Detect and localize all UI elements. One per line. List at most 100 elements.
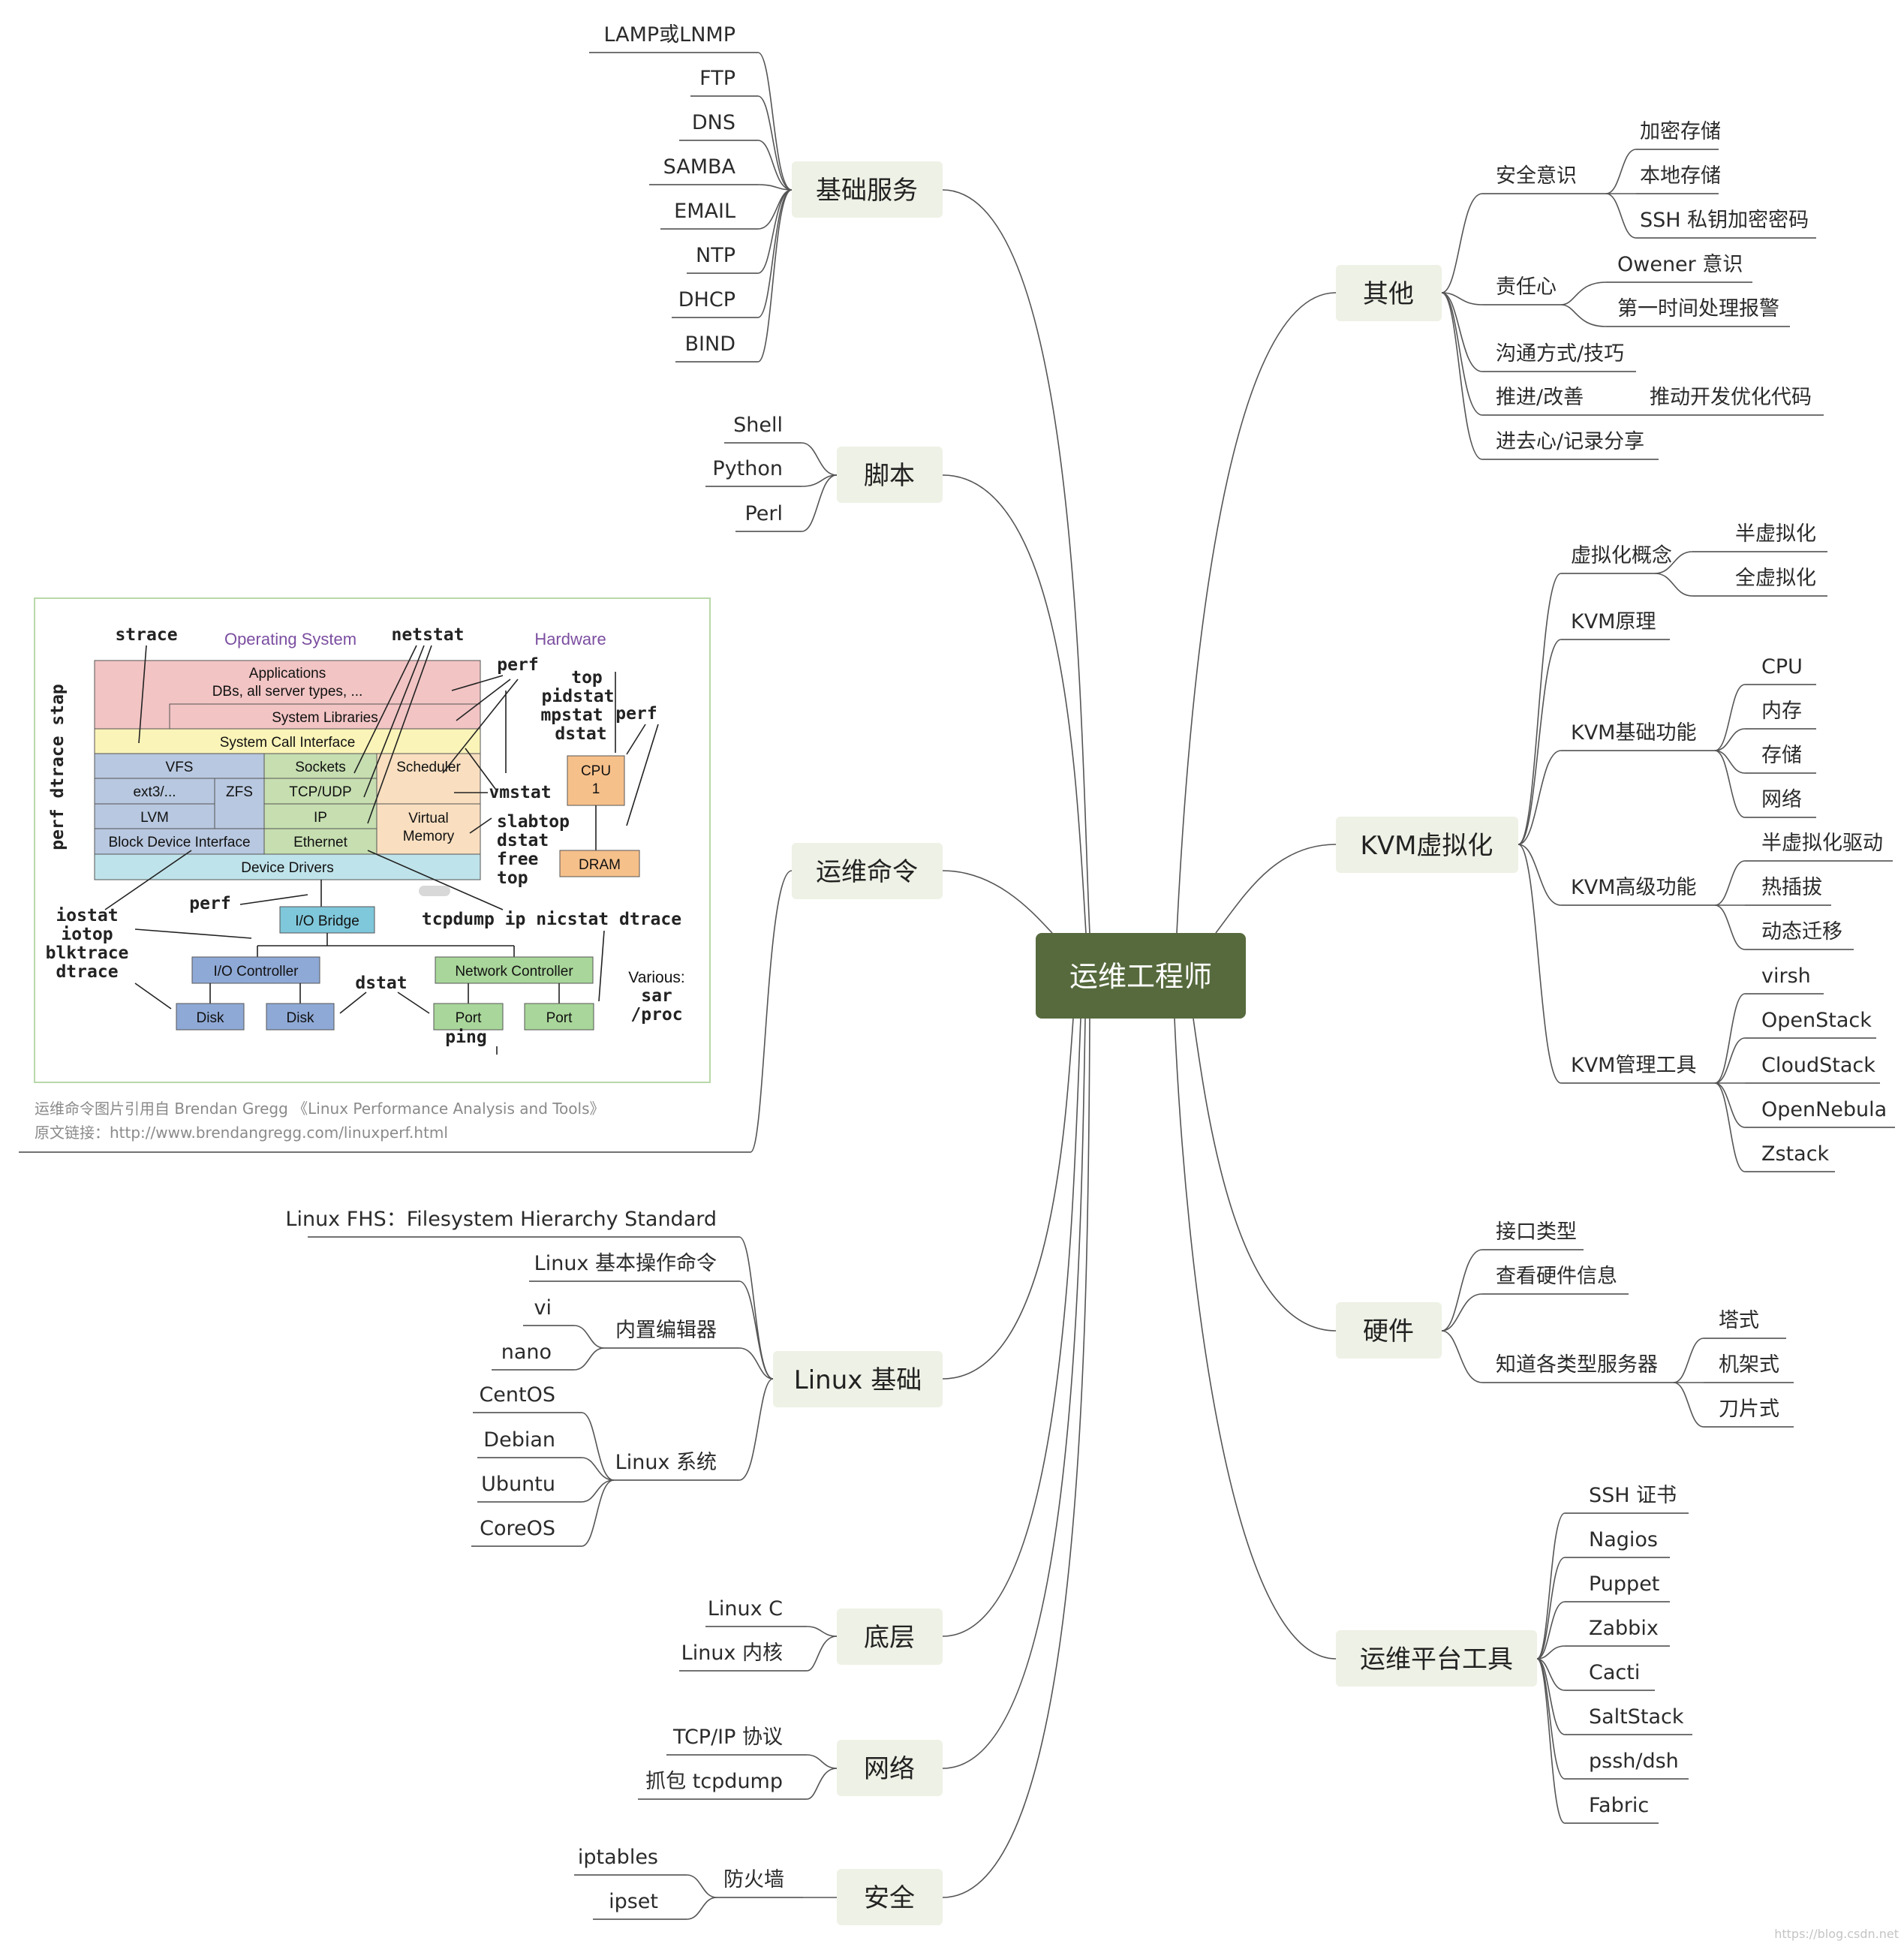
leaf-item: Zabbix xyxy=(1589,1617,1659,1640)
branch-label: 基础服务 xyxy=(816,176,918,206)
leaf-item: LAMP或LNMP xyxy=(603,23,735,47)
leaf-item: CloudStack xyxy=(1761,1054,1875,1077)
leaf-item: 刀片式 xyxy=(1719,1398,1779,1421)
leaf-item: Shell xyxy=(733,414,783,437)
network-leaves: TCP/IP 协议 抓包 tcpdump xyxy=(638,1726,838,1800)
sub-node-tools: KVM管理工具 xyxy=(1571,1054,1696,1077)
sub-node-editors: 内置编辑器 xyxy=(615,1319,717,1342)
layer-vmem-1: Virtual xyxy=(408,811,449,826)
security-leaves: 防火墙 iptables ipset xyxy=(574,1846,838,1920)
leaf-item: Owener 意识 xyxy=(1617,253,1743,276)
linux-basics-leaves: Linux FHS：Filesystem Hierarchy Standard … xyxy=(285,1208,774,1547)
leaf-item: 网络 xyxy=(1761,788,1802,811)
leaf-item: CentOS xyxy=(479,1383,555,1407)
tool-sar: sar xyxy=(641,986,672,1006)
root-label: 运维工程师 xyxy=(1069,960,1212,993)
leaf-item: 动态迁移 xyxy=(1761,920,1842,943)
tool-iotop: iotop xyxy=(61,925,113,944)
layer-ethernet: Ethernet xyxy=(293,835,348,850)
layer-apps-sub: DBs, all server types, ... xyxy=(212,684,363,700)
leaf-item: Python xyxy=(712,457,783,480)
leaf-item: 存储 xyxy=(1761,744,1802,767)
sub-node-basic: KVM基础功能 xyxy=(1571,721,1696,745)
leaf-item: NTP xyxy=(696,244,735,267)
branch-kvm[interactable]: KVM虚拟化 xyxy=(1336,817,1518,873)
hw-port: Port xyxy=(456,1010,483,1026)
branch-other[interactable]: 其他 xyxy=(1336,265,1442,321)
branch-platform[interactable]: 运维平台工具 xyxy=(1336,1630,1537,1687)
hw-net-controller: Network Controller xyxy=(455,964,573,980)
layer-tcpudp: TCP/UDP xyxy=(289,784,351,800)
hw-iobridge: I/O Bridge xyxy=(295,913,359,929)
leaf-item: Nagios xyxy=(1589,1528,1658,1551)
hw-disk: Disk xyxy=(287,1010,314,1026)
tool-iostat: iostat xyxy=(56,906,118,925)
tool-strace: strace xyxy=(115,625,177,645)
branch-label: KVM虚拟化 xyxy=(1361,831,1493,861)
leaf-item: pssh/dsh xyxy=(1589,1750,1679,1773)
branch-security[interactable]: 安全 xyxy=(837,1869,943,1925)
tool-net: tcpdump ip nicstat dtrace xyxy=(422,910,681,929)
branch-basic-services[interactable]: 基础服务 xyxy=(792,161,943,218)
tool-ping: ping xyxy=(445,1028,486,1047)
leaf-item: Perl xyxy=(744,502,783,525)
leaf-item: 沟通方式/技巧 xyxy=(1496,342,1624,366)
tool-stack: perf dtrace stap xyxy=(48,684,68,850)
tool-dstat: dstat xyxy=(355,974,407,993)
hw-cpu-2: 1 xyxy=(592,781,600,797)
tool-slabtop: slabtop xyxy=(497,812,570,832)
root-node[interactable]: 运维工程师 xyxy=(1036,933,1246,1019)
branch-low-level[interactable]: 底层 xyxy=(837,1608,943,1665)
branch-linux-basics[interactable]: Linux 基础 xyxy=(773,1351,943,1407)
tool-free: free xyxy=(497,850,538,869)
layer-lvm: LVM xyxy=(140,810,169,826)
branch-label: 网络 xyxy=(864,1754,915,1784)
leaf-item: OpenStack xyxy=(1761,1009,1872,1032)
leaf-item: 接口类型 xyxy=(1496,1220,1577,1244)
branch-ops-commands[interactable]: 运维命令 xyxy=(792,843,943,899)
leaf-item: 热插拔 xyxy=(1761,876,1822,899)
leaf-item: iptables xyxy=(578,1846,658,1869)
tool-dtrace: dtrace xyxy=(56,962,118,982)
branch-label: 底层 xyxy=(864,1623,915,1653)
sub-node-systems: Linux 系统 xyxy=(615,1451,717,1474)
layer-syslibs: System Libraries xyxy=(272,710,378,726)
branch-label: 运维命令 xyxy=(816,857,918,887)
hw-dram: DRAM xyxy=(579,857,621,873)
diagram-caption-1: 运维命令图片引用自 Brendan Gregg 《Linux Performan… xyxy=(35,1100,605,1118)
leaf-item: 塔式 xyxy=(1719,1309,1759,1332)
branch-label: 其他 xyxy=(1363,279,1414,309)
sub-node-awareness: 安全意识 xyxy=(1496,164,1577,188)
leaf-item: Cacti xyxy=(1589,1661,1640,1684)
leaf-item: DHCP xyxy=(678,288,735,311)
low-level-leaves: Linux C Linux 内核 xyxy=(679,1597,838,1672)
platform-leaves: SSH 证书 Nagios Puppet Zabbix Cacti SaltSt… xyxy=(1536,1484,1692,1824)
kvm-leaves: 虚拟化概念 KVM原理 KVM基础功能 KVM高级功能 KVM管理工具 半虚拟化… xyxy=(1517,522,1895,1172)
sub-node-advanced: KVM高级功能 xyxy=(1571,876,1696,899)
leaf-item: Puppet xyxy=(1589,1572,1659,1596)
sub-node-responsibility: 责任心 xyxy=(1496,275,1557,299)
os-header: Operating System xyxy=(224,630,356,649)
sub-node-servers: 知道各类型服务器 xyxy=(1496,1353,1658,1377)
branch-hardware[interactable]: 硬件 xyxy=(1336,1302,1442,1359)
leaf-item: nano xyxy=(501,1341,552,1364)
tool-vmstat: vmstat xyxy=(489,783,551,802)
leaf-item: 加密存储 xyxy=(1640,120,1721,143)
basic-services-leaves: LAMP或LNMP FTP DNS SAMBA EMAIL NTP DHCP B… xyxy=(589,23,793,363)
branch-scripts[interactable]: 脚本 xyxy=(837,447,943,503)
leaf-item: Linux 基本操作命令 xyxy=(534,1252,717,1275)
branch-network[interactable]: 网络 xyxy=(837,1740,943,1796)
other-leaves: 安全意识 责任心 沟通方式/技巧 推进/改善 推动开发优化代码 进去心/记录分享… xyxy=(1441,120,1824,460)
leaf-item: BIND xyxy=(685,333,735,356)
leaf-item: SSH 私钥加密密码 xyxy=(1640,209,1809,232)
hw-io-controller: I/O Controller xyxy=(214,964,299,980)
leaf-item: KVM原理 xyxy=(1571,610,1656,633)
hw-cpu-1: CPU xyxy=(581,763,611,779)
branch-label: 运维平台工具 xyxy=(1360,1645,1513,1675)
branch-label: Linux 基础 xyxy=(794,1365,922,1395)
layer-ext3: ext3/... xyxy=(133,784,176,800)
tool-perf: perf xyxy=(615,704,657,724)
leaf-item: DNS xyxy=(692,111,735,134)
hardware-leaves: 接口类型 查看硬件信息 知道各类型服务器 塔式 机架式 刀片式 xyxy=(1441,1220,1794,1428)
